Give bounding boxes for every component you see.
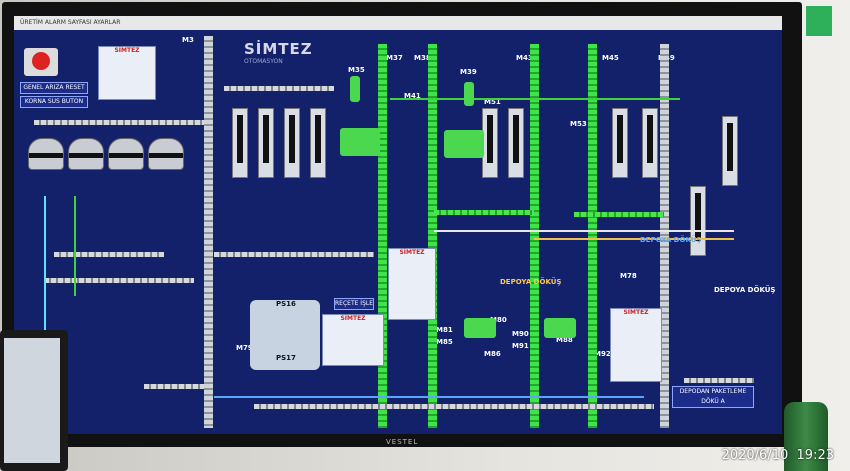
pipe <box>44 196 46 336</box>
info-panel-2: SİMTEZ <box>322 314 384 366</box>
brand-name: SİMTEZ <box>244 40 313 58</box>
machine-icon[interactable] <box>350 76 360 102</box>
simtez-logo: SİMTEZ OTOMASYON <box>244 40 313 65</box>
motor-label: M35 <box>348 66 365 74</box>
process-label: PS16 <box>276 300 296 308</box>
machine-icon[interactable] <box>444 130 484 158</box>
photo-timestamp: 2020/6/10 19:23 <box>722 448 834 463</box>
info-panel-3: SİMTEZ <box>388 248 436 320</box>
info-panel-4: SİMTEZ <box>610 308 662 382</box>
scada-screen: ÜRETİM ALARM SAYFASI AYARLAR GENEL ARIZA… <box>14 16 782 434</box>
conveyor <box>224 86 334 91</box>
motor-label: M91 <box>512 342 529 350</box>
motor-label: M51 <box>484 98 501 106</box>
silo <box>232 108 248 178</box>
mixer-tank <box>68 138 104 170</box>
conveyor <box>434 210 534 215</box>
silo <box>310 108 326 178</box>
bucket-elevator <box>530 44 539 428</box>
exit-sign <box>804 4 834 38</box>
korna-button[interactable]: KORNA SUS BUTON <box>20 96 88 108</box>
motor-label: M90 <box>512 330 529 338</box>
machine-icon[interactable] <box>340 128 380 156</box>
motor-label: M79 <box>236 344 253 352</box>
machine-icon[interactable] <box>464 82 474 106</box>
panel-header: SİMTEZ <box>623 309 649 316</box>
mill-machine[interactable] <box>250 300 320 370</box>
bucket-elevator <box>588 44 597 428</box>
process-label: PS17 <box>276 354 296 362</box>
scada-titlebar[interactable]: ÜRETİM ALARM SAYFASI AYARLAR <box>14 16 782 30</box>
motor-label: M88 <box>556 336 573 344</box>
panel-header: SİMTEZ <box>399 249 425 256</box>
depot-label: DEPOYA DÖKÜŞ <box>500 278 562 286</box>
recete-button[interactable]: REÇETE İŞLE <box>334 298 374 310</box>
conveyor <box>254 404 654 409</box>
monitor: ÜRETİM ALARM SAYFASI AYARLAR GENEL ARIZA… <box>2 2 802 447</box>
conveyor <box>144 384 204 389</box>
conveyor <box>574 212 664 217</box>
conveyor <box>54 252 164 257</box>
silo <box>722 116 738 186</box>
motor-label: M39 <box>460 68 477 76</box>
photo-date: 2020/6/10 <box>721 448 789 463</box>
panel-header: SİMTEZ <box>340 315 366 322</box>
motor-label: M78 <box>620 272 637 280</box>
motor-label: M86 <box>484 350 501 358</box>
motor-label: M81 <box>436 326 453 334</box>
silo <box>612 108 628 178</box>
machine-icon[interactable] <box>544 318 576 338</box>
machine-icon[interactable] <box>464 318 496 338</box>
bucket-elevator <box>204 36 213 428</box>
mixer-tank <box>108 138 144 170</box>
motor-label: M45 <box>602 54 619 62</box>
pipe <box>534 238 734 240</box>
silo <box>642 108 658 178</box>
silo <box>508 108 524 178</box>
emergency-stop-icon[interactable] <box>24 48 58 76</box>
conveyor <box>214 252 374 257</box>
motor-label: M3 <box>182 36 194 44</box>
phone-screen <box>4 338 60 463</box>
bucket-elevator <box>428 44 437 428</box>
depot-paketleme-button[interactable]: DEPODAN PAKETLEME DÖKÜ A <box>672 386 754 408</box>
silo <box>482 108 498 178</box>
photo-time: 19:23 <box>796 448 834 463</box>
pipe <box>390 98 680 100</box>
pipe <box>434 230 734 232</box>
bucket-elevator <box>660 44 669 428</box>
motor-label: M43 <box>516 54 533 62</box>
motor-label: M41 <box>404 92 421 100</box>
motor-label: M92 <box>594 350 611 358</box>
info-panel-1: SİMTEZ <box>98 46 156 100</box>
mixer-tank <box>148 138 184 170</box>
bucket-elevator <box>378 44 387 428</box>
monitor-brand: VESTEL <box>386 438 419 446</box>
motor-label: M38 <box>414 54 431 62</box>
green-bottle <box>784 402 828 471</box>
depot-label: DEPOYA DÖKÜŞ <box>714 286 776 294</box>
pipe <box>214 396 644 398</box>
mixer-tank <box>28 138 64 170</box>
conveyor <box>34 120 204 125</box>
conveyor <box>44 278 194 283</box>
conveyor <box>684 378 754 383</box>
motor-label: M37 <box>386 54 403 62</box>
phone <box>0 330 68 471</box>
silo <box>284 108 300 178</box>
reset-button[interactable]: GENEL ARIZA RESET <box>20 82 88 94</box>
motor-label: M53 <box>570 120 587 128</box>
silo <box>258 108 274 178</box>
pipe <box>74 196 76 296</box>
motor-label: M85 <box>436 338 453 346</box>
silo <box>690 186 706 256</box>
depot-label: DEPOYA DÖKÜŞ <box>640 236 702 244</box>
panel-header: SİMTEZ <box>114 47 140 54</box>
brand-sub: OTOMASYON <box>244 58 283 65</box>
motor-label: M80 <box>490 316 507 324</box>
